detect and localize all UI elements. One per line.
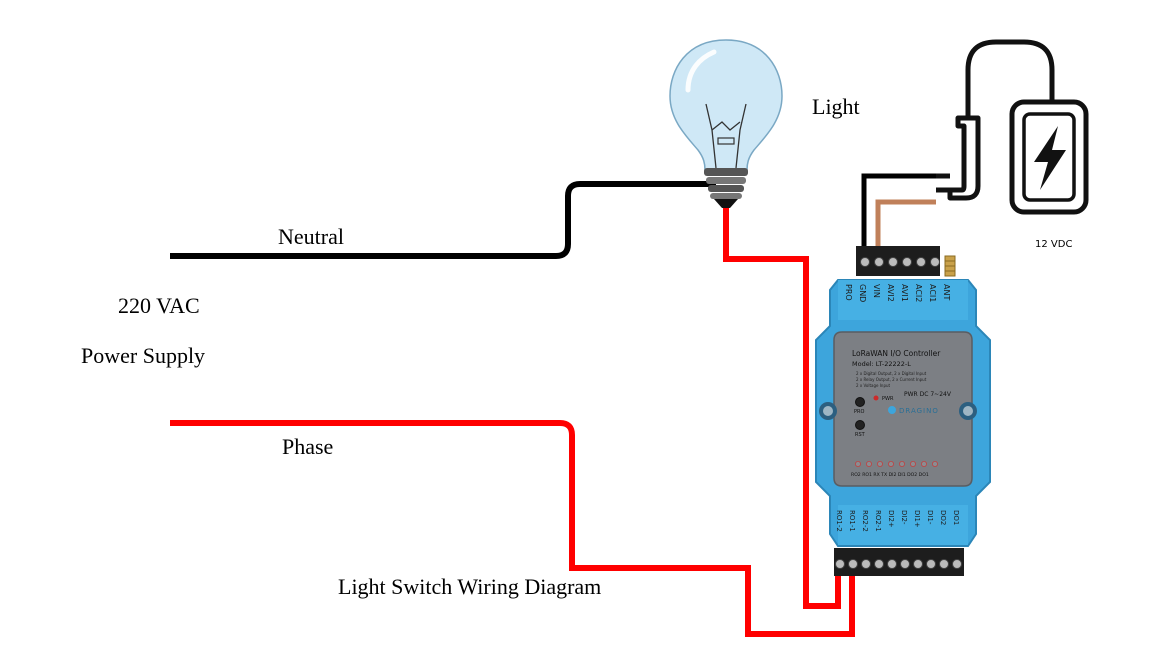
pro-button-label: PRO — [854, 409, 864, 415]
bottom-terminal-label: DO1 — [952, 510, 960, 525]
bottom-terminal-label: DI1+ — [913, 510, 921, 528]
bottom-terminal-label: RO2-1 — [874, 510, 882, 532]
bottom-terminal-label: RO1-1 — [848, 510, 856, 532]
phase-wire — [170, 420, 855, 637]
switched-live-wire — [723, 208, 841, 609]
antenna-icon — [944, 255, 956, 277]
controller-device: PRO GND VIN AVI2 AVI1 ACI2 ACI1 ANT LoRaWAN I/O… — [815, 246, 991, 576]
top-terminal-label: PRO — [844, 284, 853, 301]
power-adapter-icon — [936, 39, 1089, 215]
bottom-terminal-label: DI2- — [900, 510, 908, 525]
controller-spec-3: 2 x Voltage Input — [856, 383, 891, 388]
bottom-terminal-label: DI1- — [926, 510, 934, 525]
neutral-wire — [170, 181, 716, 259]
top-terminal-label: ACI2 — [914, 284, 923, 302]
top-terminal-label: ANT — [942, 284, 951, 300]
mount-screw-left — [819, 402, 837, 420]
pwr-led — [873, 395, 879, 401]
controller-spec-2: 2 x Relay Output, 2 x Current Input — [856, 377, 927, 382]
brand-logo-icon — [888, 406, 896, 414]
controller-brand: DRAGINO — [899, 407, 939, 415]
diagram-caption: Light Switch Wiring Diagram — [338, 574, 601, 599]
supply-voltage-label: 220 VAC — [118, 293, 200, 318]
controller-spec-1: 2 x Digital Output, 2 x Digital Input — [856, 371, 927, 376]
neutral-label: Neutral — [278, 224, 344, 249]
rst-button-label: RST — [855, 432, 866, 438]
top-terminal-label: ACI1 — [928, 284, 937, 302]
top-terminal-label: AVI2 — [886, 284, 895, 302]
top-terminal-label: VIN — [872, 284, 881, 298]
mount-screw-right — [959, 402, 977, 420]
status-leds — [855, 460, 939, 467]
rst-button[interactable] — [855, 420, 865, 430]
dc-positive-wire — [875, 199, 936, 252]
dc-negative-wire — [861, 173, 950, 252]
controller-power-spec: PWR DC 7~24V — [904, 391, 952, 398]
controller-model: Model: LT-22222-L — [852, 360, 911, 368]
bottom-terminal-label: DI2+ — [887, 510, 895, 528]
top-terminal-label: GND — [858, 284, 867, 302]
bottom-terminal-label: RO2-2 — [861, 510, 869, 532]
pwr-label: PWR — [882, 396, 894, 402]
top-terminal-label: AVI1 — [900, 284, 909, 302]
phase-label: Phase — [282, 434, 333, 459]
controller-title: LoRaWAN I/O Controller — [852, 349, 941, 358]
light-bulb-icon — [669, 39, 783, 208]
supply-name-label: Power Supply — [81, 343, 205, 368]
pro-button[interactable] — [855, 397, 865, 407]
led-row-labels: RO2 RO1 RX TX DI2 DI1 DO2 DO1 — [851, 472, 929, 478]
light-label: Light — [812, 94, 860, 119]
lightning-bolt-icon — [1034, 126, 1066, 190]
bottom-terminal-label: DO2 — [939, 510, 947, 525]
dc-supply-label: 12 VDC — [1035, 239, 1072, 250]
bottom-terminal-label: RO1-2 — [835, 510, 843, 532]
